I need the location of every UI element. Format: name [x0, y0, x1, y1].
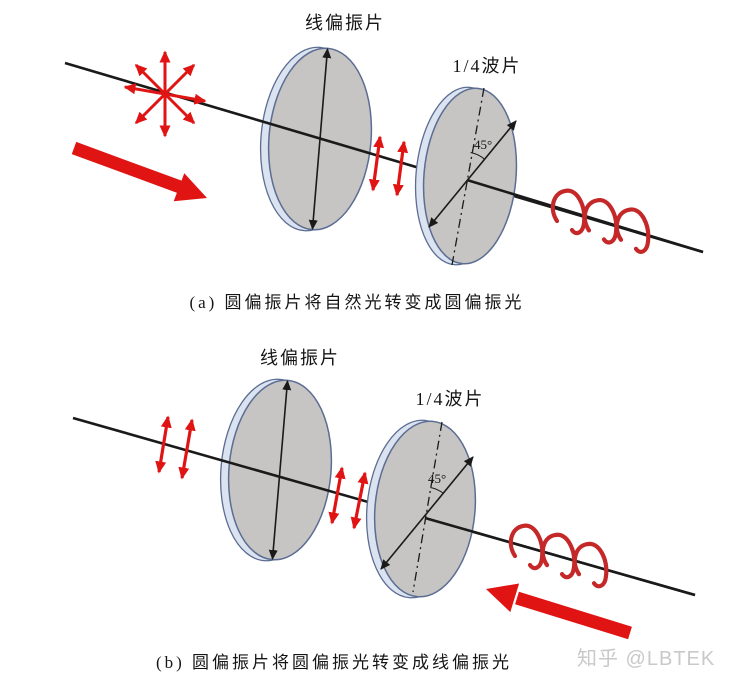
figure-a-caption: (a) 圆偏振片将自然光转变成圆偏振光: [189, 293, 525, 312]
angle-arc: [470, 151, 485, 160]
figure-b-caption: (b) 圆偏振片将圆偏振光转变成线偏振光: [155, 653, 513, 672]
natural-light-star: [123, 50, 207, 138]
beam-exit-segment: [424, 516, 696, 597]
figure-a: 线偏振片 1/4波片 45° (a) 圆偏振片将自然光转变成圆偏振光: [0, 0, 752, 330]
linear-polarization-arrows: [328, 466, 369, 530]
waveplate-45deg-axis-arrow: [428, 120, 517, 228]
propagation-direction-arrow: [486, 583, 632, 640]
linear-polarization-arrows-output: [155, 415, 196, 480]
angle-45-label: 45°: [428, 471, 447, 486]
transmission-axis-arrow: [268, 380, 292, 560]
waveplate-45deg-axis-arrow: [380, 456, 474, 570]
linear-polarizer-label: 线偏振片: [305, 13, 385, 33]
angle-45-label: 45°: [474, 137, 493, 152]
propagation-direction-arrow: [71, 141, 207, 202]
figure-a-drawing: [64, 46, 704, 266]
figure-b: 线偏振片 1/4波片 45° (b) 圆偏振片将圆偏振光转变成线偏振光 知乎 @…: [0, 330, 752, 674]
quarter-waveplate-label: 1/4波片: [415, 389, 485, 409]
transmission-axis-arrow: [308, 48, 332, 230]
watermark: 知乎 @LBTEK: [577, 648, 716, 670]
linear-polarizer-label: 线偏振片: [260, 348, 340, 368]
angle-arc: [430, 486, 444, 494]
figure-b-drawing: [72, 378, 696, 640]
quarter-waveplate-label: 1/4波片: [452, 56, 522, 76]
linear-polarization-arrows: [368, 135, 409, 197]
